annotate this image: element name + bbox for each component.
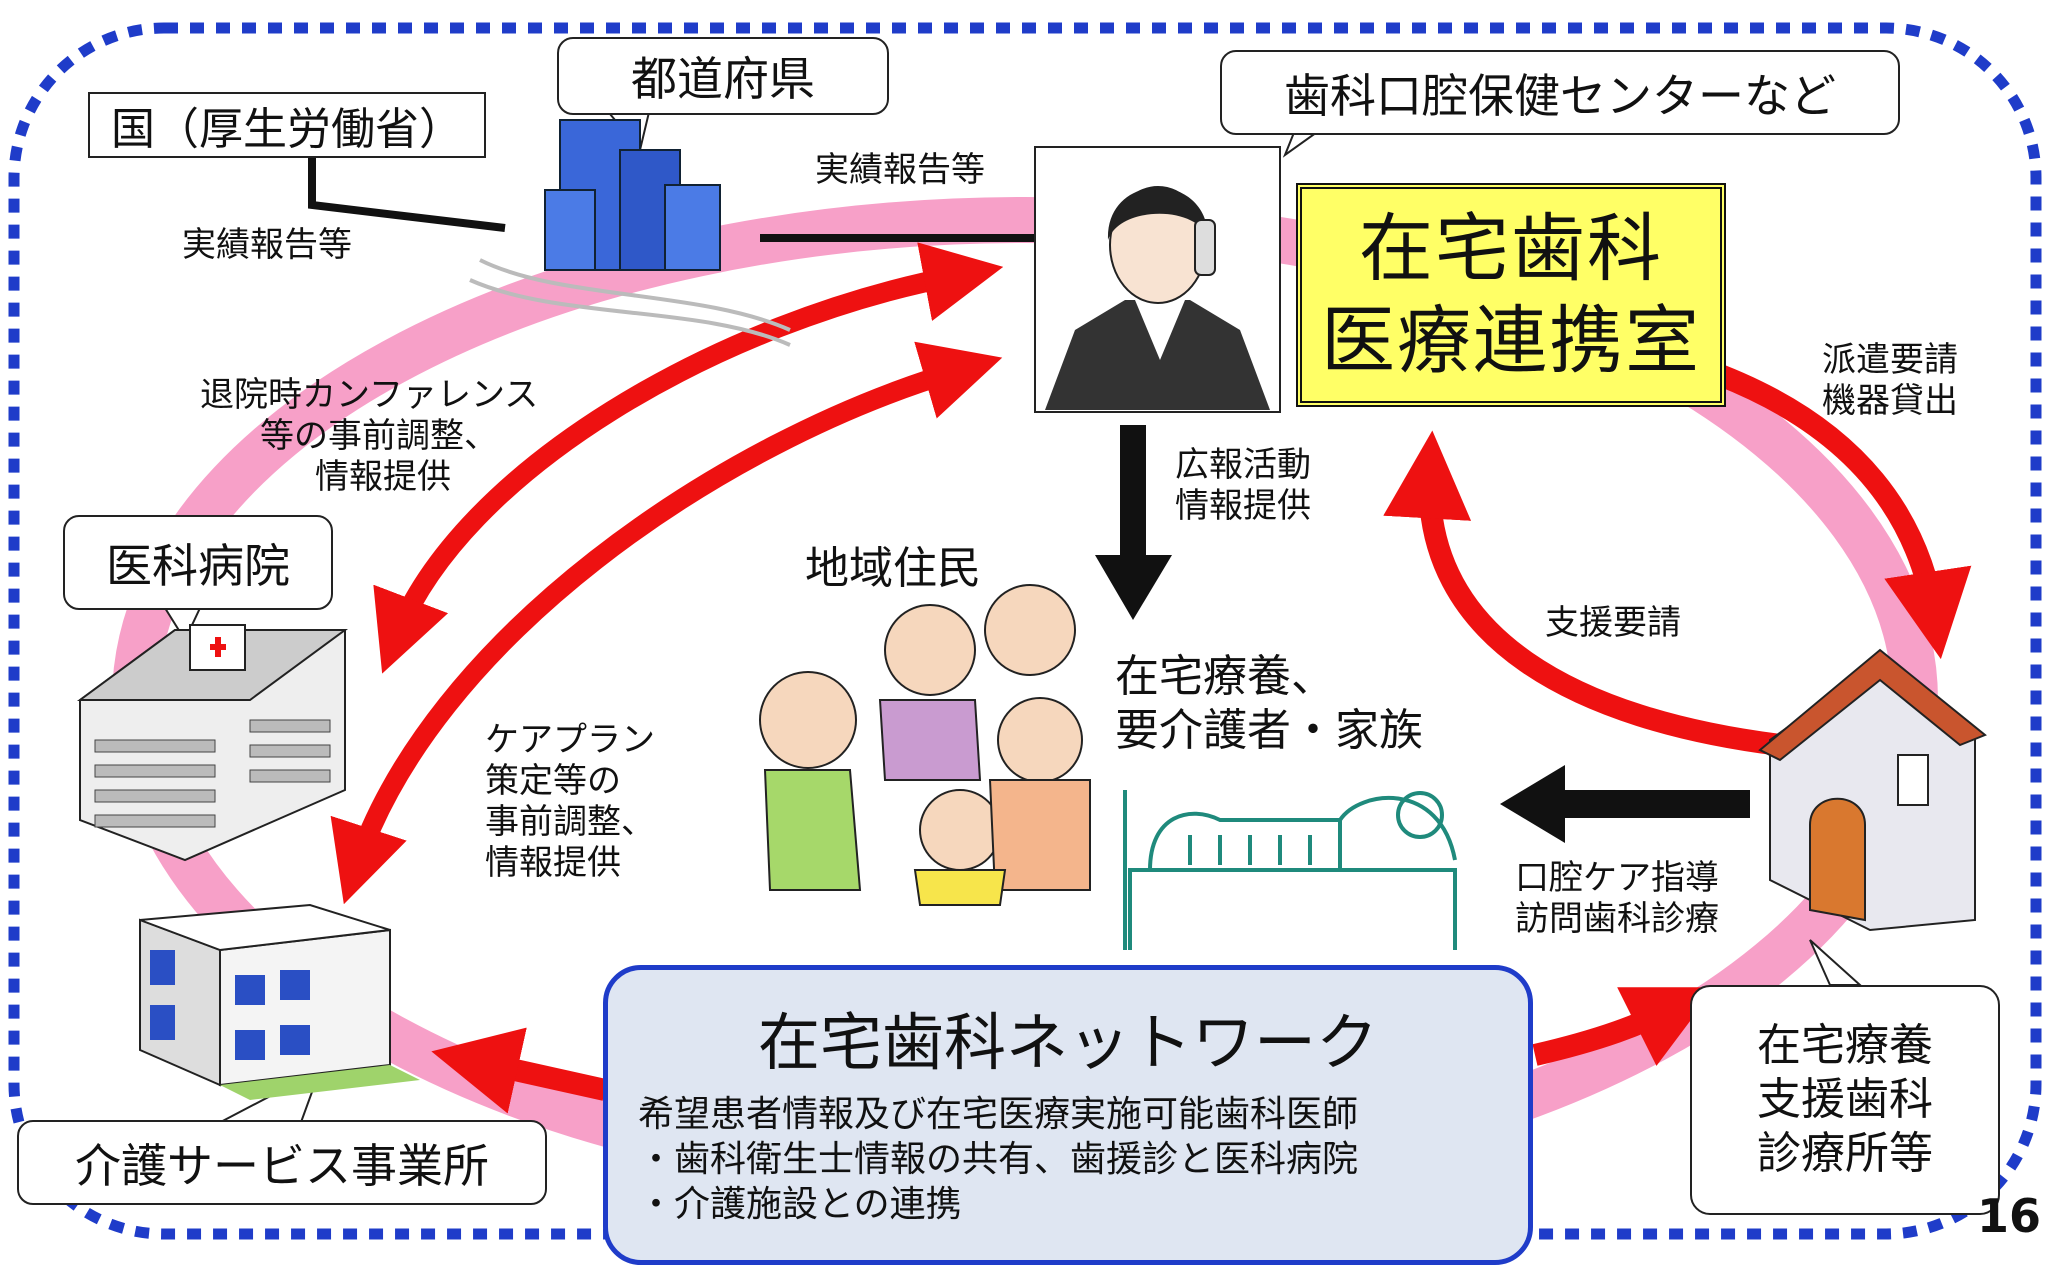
page-number: 16: [1976, 1189, 2041, 1243]
edge-oralcare: 口腔ケア指導 訪問歯科診療: [1515, 858, 1719, 940]
careplan-line3: 事前調整、: [485, 802, 655, 842]
dispatch-line2: 機器貸出: [1822, 381, 1958, 421]
network-title: 在宅歯科ネットワーク: [757, 1006, 1378, 1079]
center-title-line1: 在宅歯科: [1359, 206, 1663, 292]
care-office-label: 介護サービス事業所: [75, 1138, 489, 1193]
prefecture-label: 都道府県: [631, 52, 815, 106]
careplan-line1: ケアプラン: [485, 720, 655, 760]
prefecture-callout: 都道府県: [557, 37, 889, 115]
pr-line2: 情報提供: [1175, 486, 1311, 526]
discharge-line3: 情報提供: [315, 457, 451, 497]
network-line3: ・介護施設との連携: [638, 1184, 962, 1225]
country-label: 国（厚生労働省）: [111, 104, 463, 155]
home-dental-network-box: 在宅歯科ネットワーク 希望患者情報及び在宅医療実施可能歯科医師 ・歯科衛生士情報…: [603, 965, 1533, 1265]
discharge-line2: 等の事前調整、: [260, 416, 498, 456]
arrow-dispatch: [1715, 364, 1972, 660]
support-clinic-line1: 在宅療養: [1757, 1020, 1933, 1071]
arrow-support-request: [1383, 430, 1782, 756]
network-line2: ・歯科衛生士情報の共有、歯援診と医科病院: [638, 1139, 1359, 1180]
hospital-icon: [76, 624, 349, 862]
operator-icon: [1034, 146, 1281, 413]
oralcare-line1: 口腔ケア指導: [1515, 858, 1719, 898]
center-title-line2: 医療連携室: [1321, 298, 1701, 384]
arrow-pr-down: [1095, 425, 1172, 620]
edge-report-prefecture: 実績報告等: [815, 150, 985, 190]
edge-support-request: 支援要請: [1545, 603, 1681, 643]
arrow-oralcare-left: [1500, 765, 1750, 843]
pointer-support-clinic: [1809, 939, 1863, 986]
hospital-callout: 医科病院: [63, 515, 333, 610]
arrow-network-right: [1532, 987, 1716, 1066]
dispatch-line1: 派遣要請: [1822, 340, 1958, 380]
oral-center-label: 歯科口腔保健センターなど: [1284, 68, 1836, 123]
home-dental-coordination-office: 在宅歯科 医療連携室: [1296, 183, 1726, 407]
network-line1: 希望患者情報及び在宅医療実施可能歯科医師: [638, 1094, 1359, 1135]
careplan-line2: 策定等の: [485, 761, 621, 801]
homecare-line2: 要介護者・家族: [1115, 705, 1423, 756]
arrow-careplan: [330, 341, 1003, 905]
homecare-line1: 在宅療養、: [1115, 651, 1335, 702]
support-clinic-callout: 在宅療養 支援歯科 診療所等: [1690, 985, 2000, 1215]
oral-center-callout: 歯科口腔保健センターなど: [1220, 50, 1900, 135]
support-clinic-line3: 診療所等: [1757, 1128, 1933, 1179]
discharge-line1: 退院時カンファレンス: [200, 375, 539, 415]
care-office-callout: 介護サービス事業所: [17, 1120, 547, 1205]
country-box: 国（厚生労働省）: [88, 92, 486, 158]
edge-dispatch: 派遣要請 機器貸出: [1822, 340, 1958, 422]
hospital-label: 医科病院: [106, 538, 290, 593]
edge-discharge: 退院時カンファレンス 等の事前調整、 情報提供: [200, 375, 538, 498]
residents-label: 地域住民: [805, 543, 981, 594]
edge-pr: 広報活動 情報提供: [1175, 445, 1311, 527]
support-clinic-line2: 支援歯科: [1757, 1074, 1933, 1125]
clinic-house-icon: [1758, 648, 1987, 932]
care-service-building-icon: [139, 903, 420, 1100]
oralcare-line2: 訪問歯科診療: [1515, 899, 1719, 939]
line-country-prefecture: [308, 158, 506, 232]
pr-line1: 広報活動: [1175, 445, 1311, 485]
edge-report-country: 実績報告等: [182, 225, 352, 265]
prefecture-building-icon: [469, 119, 791, 347]
arrow-network-left: [431, 1027, 608, 1114]
edge-careplan: ケアプラン 策定等の 事前調整、 情報提供: [485, 720, 655, 884]
bed-icon: [1123, 790, 1457, 950]
careplan-line4: 情報提供: [485, 843, 621, 883]
homecare-label: 在宅療養、 要介護者・家族: [1115, 650, 1423, 758]
family-icon: [759, 584, 1091, 906]
